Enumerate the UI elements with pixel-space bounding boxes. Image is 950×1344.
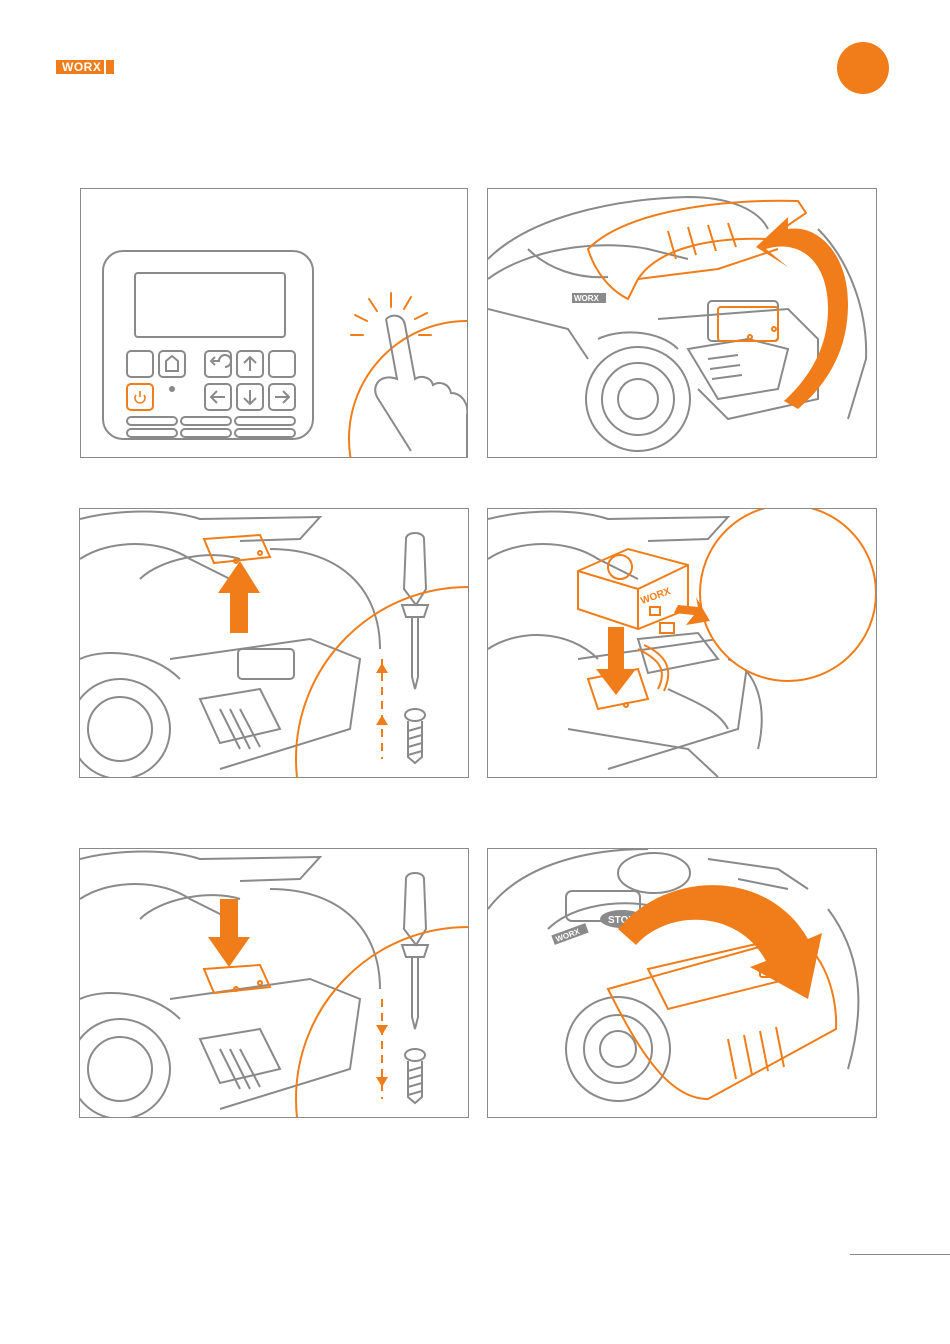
brand-logo: WORX: [56, 60, 114, 74]
panel-refit-plate: [79, 848, 469, 1118]
step-badge: [837, 42, 889, 94]
brand-logo-mark: [106, 60, 114, 74]
mower-brand-label: WORX: [574, 294, 600, 303]
panel-install-module: WORX: [487, 508, 877, 778]
panel-power-on: [80, 188, 468, 458]
mower-brand-label-2: WORX: [555, 927, 582, 944]
panel-remove-plate: [79, 508, 469, 778]
module-brand-label: WORX: [639, 586, 672, 607]
panel-open-cover: WORX: [487, 188, 877, 458]
panel-close-cover: STOP WORX: [487, 848, 877, 1118]
page-footer-rule: [850, 1254, 950, 1255]
brand-logo-text: WORX: [56, 60, 104, 74]
